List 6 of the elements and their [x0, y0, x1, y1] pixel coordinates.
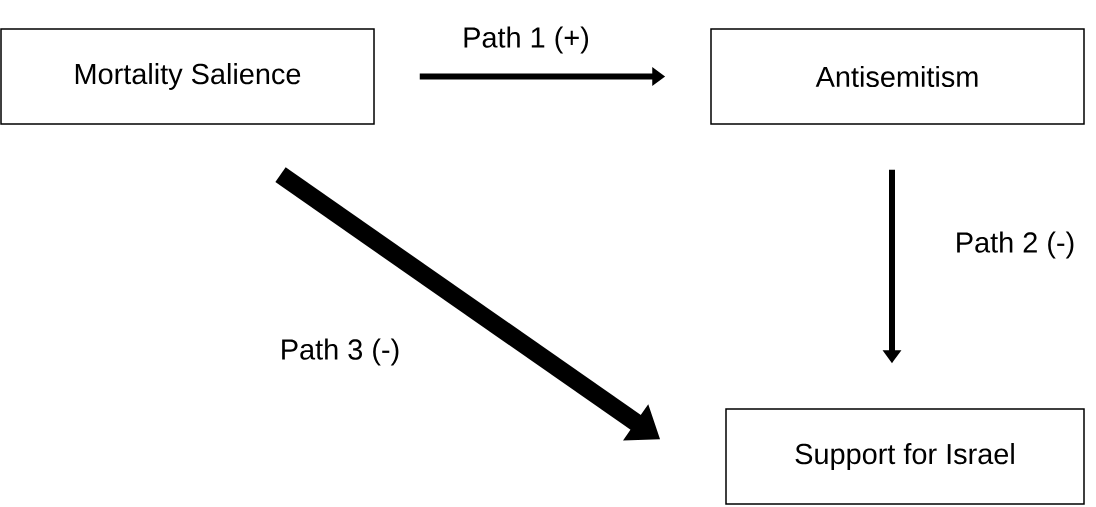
process-box: Support for Israel [725, 408, 1085, 505]
process-box: Mortality Salience [0, 28, 375, 125]
edge-label: Path 3 (-) [282, 338, 399, 366]
edge-label: Path 2 (-) [957, 231, 1074, 259]
edge-label: Path 1 (+) [464, 26, 588, 54]
process-box: Antisemitism [710, 28, 1085, 125]
